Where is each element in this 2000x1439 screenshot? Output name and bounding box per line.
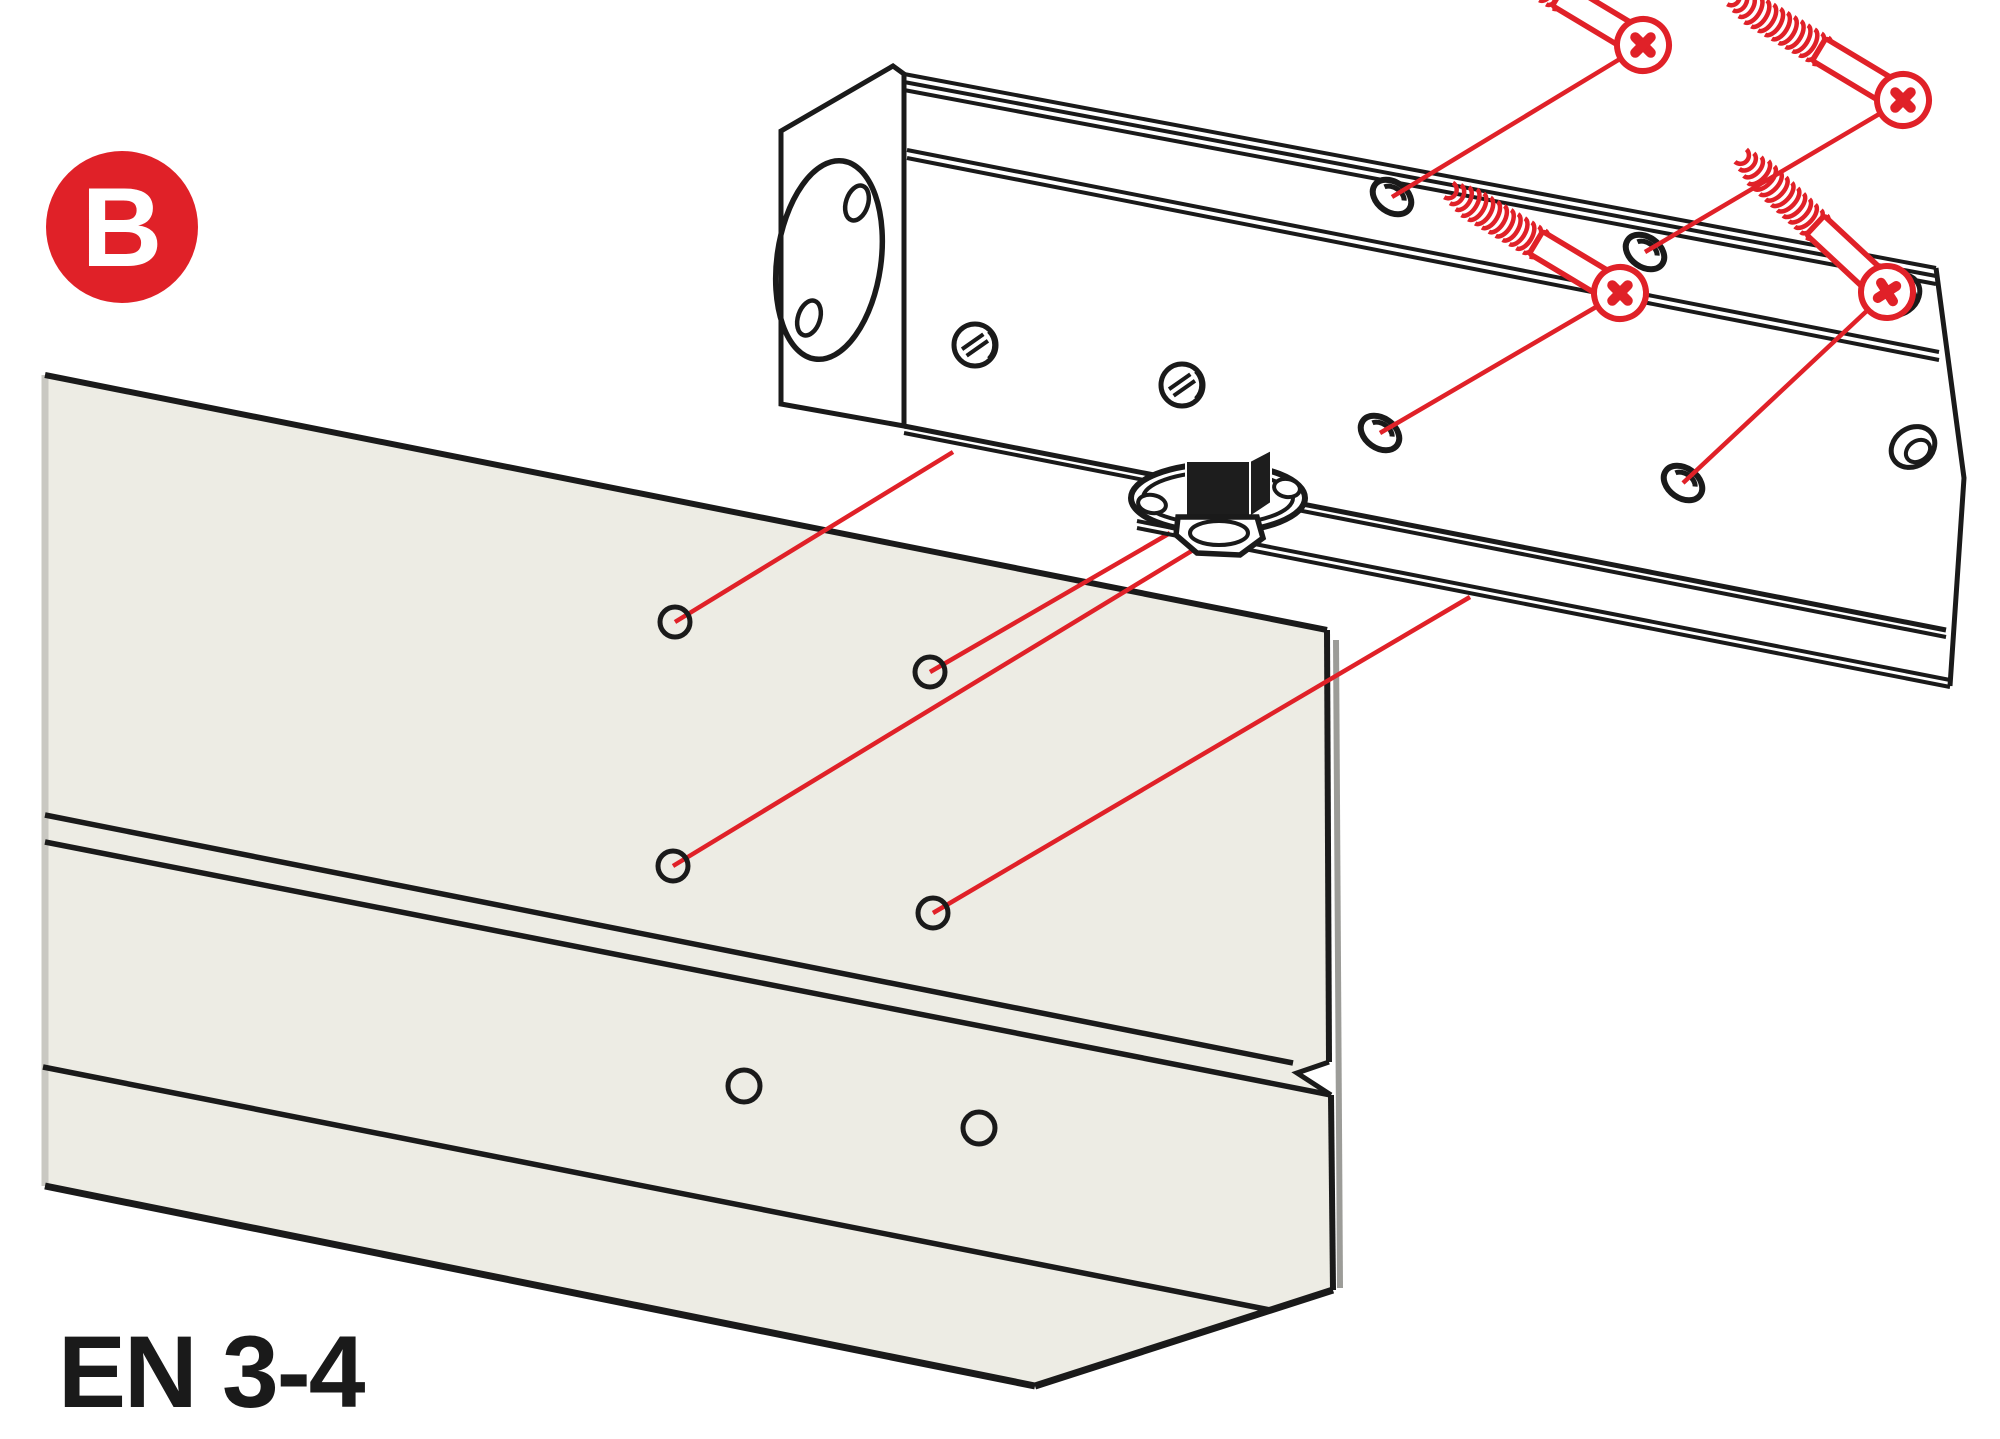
mounting-screws <box>1378 0 1932 485</box>
step-badge: B <box>46 151 198 303</box>
drill-leader-lines <box>671 450 1472 915</box>
leader-line <box>671 539 1210 868</box>
door-closer-body <box>772 63 1967 689</box>
panel-right-edge-shadow <box>1333 639 1343 1289</box>
leader-line <box>931 595 1472 915</box>
spindle-square-shaft-front <box>1185 460 1251 518</box>
phillips-cross-icon <box>1607 280 1633 306</box>
body-chamfer-edge-2 <box>906 156 1940 362</box>
screw-3 <box>1443 180 1649 322</box>
panel-holes <box>655 604 998 1147</box>
plain-hole-2 <box>960 1109 998 1147</box>
panel-top-edge <box>44 372 1328 633</box>
pinion-spindle <box>1128 448 1308 558</box>
body-end-oval-hole-bottom <box>794 298 824 338</box>
body-bottom-back-edge-2 <box>1136 526 1951 689</box>
pilot-hole-4 <box>915 895 951 931</box>
panel-right-edge-upper <box>1324 629 1332 1063</box>
pilot-hole-2 <box>912 654 948 690</box>
screw-1 <box>1538 0 1672 74</box>
body-right-end-hole-bottom <box>1888 424 1938 470</box>
flange-screw-hole-left <box>1136 492 1168 516</box>
panel-edge-notch <box>1291 1059 1333 1098</box>
spindle-square-shaft-side <box>1249 448 1272 519</box>
screw-4 <box>1733 147 1916 321</box>
step-badge-letter: B <box>82 165 163 290</box>
step-badge-circle <box>46 151 198 303</box>
pilot-hole-1 <box>657 604 693 640</box>
flange-screw-hole-right <box>1272 476 1302 500</box>
valve-screw-slot-icon <box>960 332 990 358</box>
body-top-edge-1 <box>903 72 1937 270</box>
phillips-cross-icon <box>1890 87 1916 113</box>
body-mount-hole <box>1357 412 1403 454</box>
panel-right-edge-lower <box>1328 1094 1336 1291</box>
body-right-end-edge <box>1933 267 1967 687</box>
door-panel <box>41 372 1343 1390</box>
screw-axis-line <box>1378 291 1622 435</box>
body-chamfer-edge-1 <box>906 148 1940 354</box>
plain-hole-1 <box>725 1067 763 1105</box>
valve-screw-1 <box>951 321 999 369</box>
body-end-cylinder-outline <box>772 157 886 363</box>
body-bottom-edge-1 <box>903 423 1947 633</box>
leader-line <box>673 450 955 624</box>
body-mount-hole <box>1369 176 1415 218</box>
screw-2 <box>1726 0 1932 129</box>
en-rating-label: EN 3-4 <box>58 1315 366 1429</box>
leader-line <box>928 531 1172 674</box>
body-end-oval-hole-top <box>842 183 872 223</box>
spindle-hex-nut-face <box>1188 519 1250 547</box>
pilot-hole-3 <box>655 848 691 884</box>
valve-screw-2 <box>1158 361 1206 409</box>
body-bottom-back-edge-1 <box>1136 519 1951 682</box>
body-bottom-edge-2 <box>903 431 1947 639</box>
panel-division-line-1b <box>44 839 1332 1098</box>
panel-bevel-edge <box>1033 1286 1335 1390</box>
screw-axis-line <box>1390 43 1645 199</box>
screw-axis-line <box>1681 290 1889 485</box>
phillips-cross-icon <box>1630 32 1656 58</box>
panel-division-line-1a <box>44 812 1294 1066</box>
valve-screw-slot-icon <box>1167 372 1197 398</box>
body-mount-hole <box>1622 231 1668 273</box>
panel-bottom-edge <box>44 1182 1036 1390</box>
body-top-edge-3 <box>903 88 1937 286</box>
body-left-end-face <box>778 63 907 429</box>
phillips-cross-icon <box>1872 277 1902 307</box>
panel-division-line-2 <box>42 1064 1271 1313</box>
